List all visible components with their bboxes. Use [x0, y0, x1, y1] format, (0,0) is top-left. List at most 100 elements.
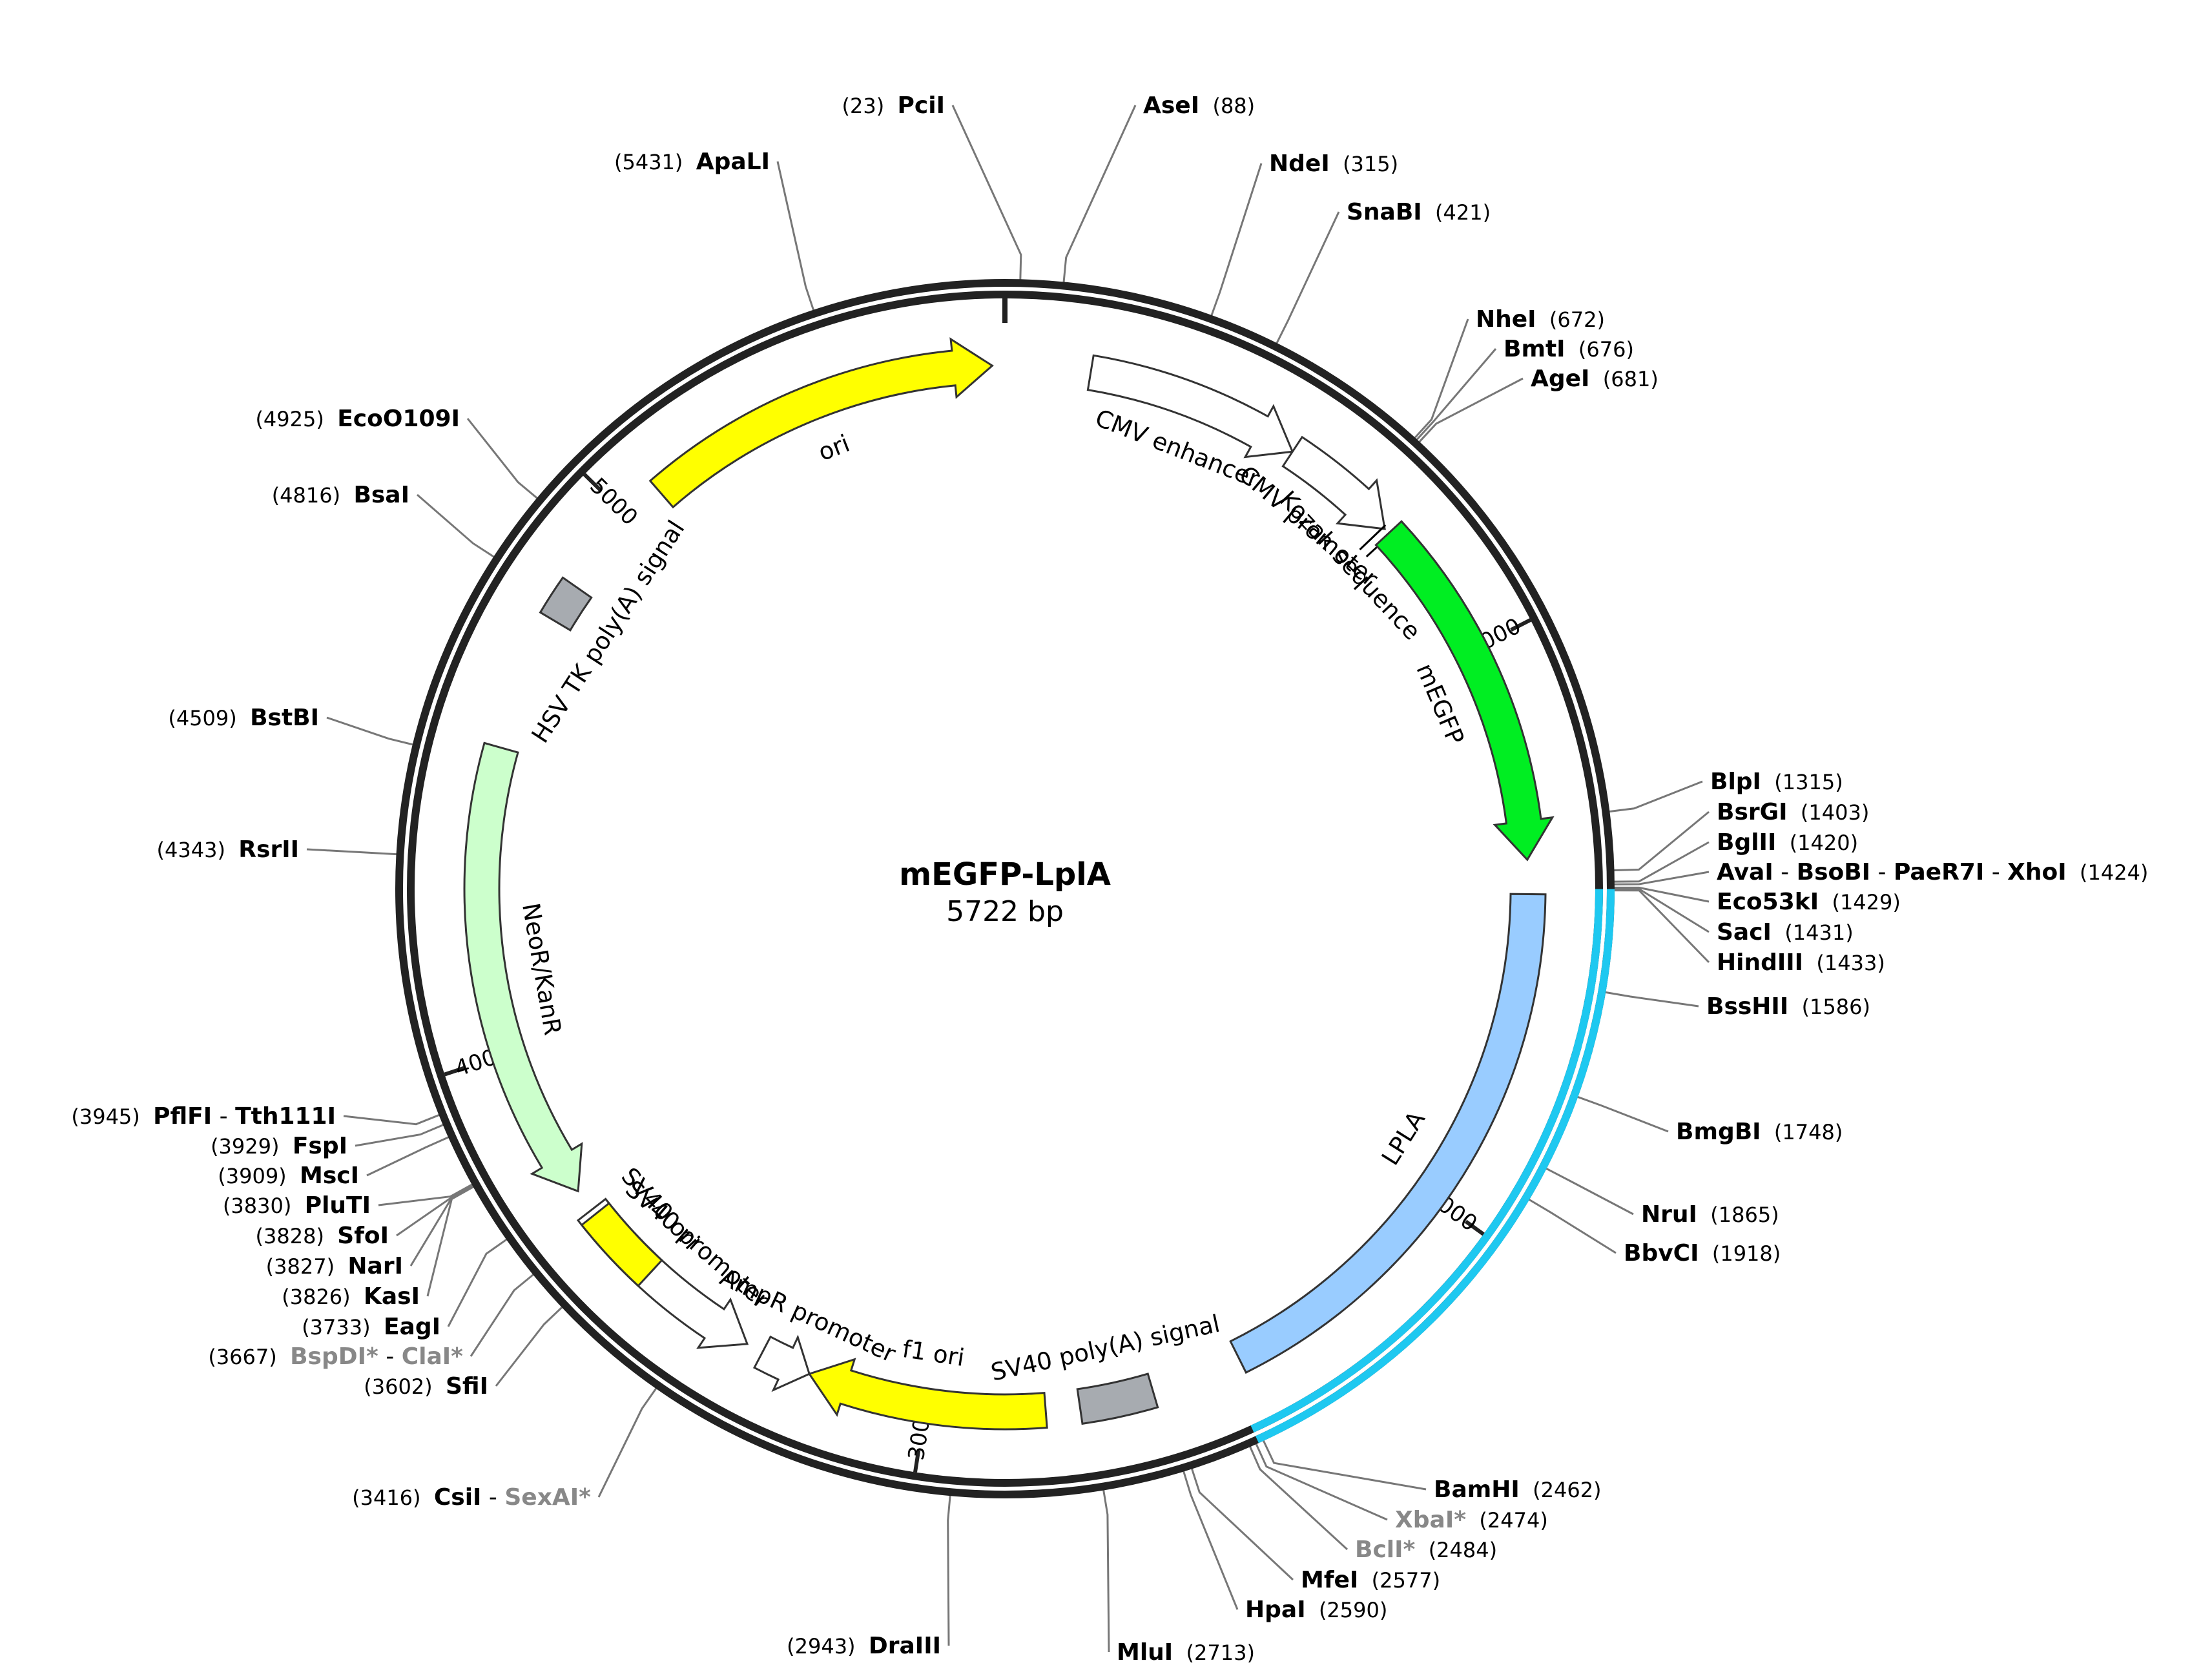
- site-separator: -: [212, 1103, 235, 1130]
- site-leader-line: [776, 161, 815, 312]
- site-leader-line: [1275, 211, 1340, 345]
- scale-tick: [913, 1450, 921, 1473]
- site-label: (3733) EagI: [302, 1314, 440, 1340]
- site-enzyme-name: MfeI: [1301, 1567, 1358, 1593]
- site-leader-line: [306, 848, 398, 856]
- site-enzyme-name: SnaBI: [1347, 199, 1422, 225]
- site-leader-line: [326, 716, 415, 746]
- site-enzyme-name: KasI: [364, 1283, 420, 1310]
- site-label: (3827) NarI: [266, 1253, 403, 1279]
- insert-outer-ring: [1255, 889, 1615, 1443]
- site-label: MluI (2713): [1117, 1639, 1255, 1666]
- site-enzyme-name: BsrGI: [1717, 799, 1788, 825]
- site-leader-line: [378, 1183, 474, 1206]
- site-position: (1586): [1788, 995, 1870, 1019]
- site-enzyme-name: MscI: [300, 1163, 359, 1189]
- site-position: (23): [842, 94, 898, 118]
- site-enzyme-name: DraIII: [869, 1633, 941, 1659]
- site-enzyme-name: Tth111I: [235, 1103, 336, 1130]
- site-enzyme-name: BsaI: [353, 482, 409, 508]
- site-enzyme-name: NdeI: [1269, 150, 1330, 177]
- site-label: (3945) PflFI - Tth111I: [71, 1103, 336, 1130]
- site-position: (3826): [282, 1285, 364, 1309]
- site-position: (3416): [352, 1485, 434, 1510]
- site-position: (2474): [1466, 1508, 1548, 1533]
- site-leader-line: [1102, 1489, 1110, 1653]
- site-enzyme-name: XbaI*: [1395, 1507, 1466, 1533]
- site-position: (3733): [302, 1315, 384, 1340]
- site-label: (4509) BstBI: [168, 705, 319, 731]
- site-label: AgeI (681): [1531, 366, 1659, 392]
- site-leader-line: [1613, 888, 1710, 933]
- site-position: (2943): [787, 1634, 869, 1659]
- site-label: (3830) PluTI: [223, 1192, 371, 1219]
- site-leader-line: [1210, 163, 1263, 317]
- site-enzyme-name: EcoO109I: [337, 406, 460, 432]
- site-leader-line: [1418, 377, 1524, 444]
- site-position: (88): [1199, 94, 1255, 118]
- site-position: (4816): [272, 483, 354, 508]
- site-position: (2713): [1173, 1640, 1255, 1665]
- feature-kozak-sequence-mark: [1359, 524, 1387, 551]
- site-position: (3929): [211, 1134, 293, 1159]
- site-label: BclI* (2484): [1355, 1536, 1497, 1563]
- feature-sv40-polya-signal: [1076, 1372, 1159, 1425]
- feature-cmv-promoter: [1281, 435, 1386, 530]
- site-leader-line: [355, 1123, 445, 1147]
- feature-hsv-tk-polya-signal: [539, 576, 593, 632]
- plasmid-title: mEGFP-LplA: [899, 856, 1111, 893]
- site-enzyme-name: EagI: [384, 1314, 440, 1340]
- site-enzyme-name: BlpI: [1710, 769, 1761, 795]
- site-label: XbaI* (2474): [1395, 1507, 1548, 1533]
- site-position: (2462): [1520, 1478, 1602, 1502]
- site-label: BlpI (1315): [1710, 769, 1843, 795]
- site-separator: -: [1870, 859, 1894, 885]
- backbone-outer-ring: [395, 279, 1615, 1498]
- site-enzyme-name: MluI: [1117, 1639, 1173, 1666]
- site-leader-line: [1062, 105, 1137, 284]
- site-position: (2484): [1415, 1538, 1497, 1562]
- site-enzyme-name: BssHII: [1706, 993, 1788, 1020]
- site-label: AseI (88): [1143, 92, 1255, 119]
- site-enzyme-name: Eco53kI: [1717, 889, 1819, 915]
- site-enzyme-name: SfiI: [446, 1373, 488, 1400]
- site-separator: -: [481, 1484, 504, 1511]
- site-label: BmgBI (1748): [1676, 1119, 1843, 1145]
- site-label: SacI (1431): [1717, 919, 1854, 946]
- site-position: (421): [1422, 200, 1491, 225]
- site-separator: -: [1984, 859, 2007, 885]
- feature-neor-kanr: [463, 741, 583, 1193]
- site-leader-line: [470, 1273, 535, 1357]
- site-enzyme-name: HpaI: [1245, 1597, 1306, 1623]
- site-label: (5431) ApaLI: [614, 149, 770, 175]
- site-position: (4509): [168, 706, 250, 730]
- site-label: (3826) KasI: [282, 1283, 420, 1310]
- plasmid-backbone: [395, 279, 1615, 1498]
- site-leader-line: [466, 418, 539, 500]
- site-position: (3830): [223, 1194, 305, 1218]
- site-leader-line: [597, 1387, 658, 1498]
- site-label: (3416) CsiI - SexAI*: [352, 1484, 591, 1511]
- site-position: (5431): [614, 150, 696, 174]
- site-enzyme-name: ApaLI: [696, 149, 770, 175]
- site-position: (672): [1536, 307, 1605, 332]
- site-enzyme-name: HindIII: [1717, 949, 1803, 976]
- site-position: (3828): [256, 1224, 338, 1248]
- site-enzyme-name: AseI: [1143, 92, 1199, 119]
- site-position: (3945): [71, 1104, 153, 1129]
- site-enzyme-name: PflFI: [153, 1103, 212, 1130]
- site-enzyme-name: BmtI: [1504, 336, 1566, 362]
- site-position: (1315): [1761, 770, 1843, 794]
- site-leader-line: [1613, 841, 1710, 883]
- site-leader-line: [1248, 1445, 1349, 1551]
- site-leader-line: [1613, 886, 1710, 903]
- site-enzyme-name: BspDI*: [290, 1343, 378, 1370]
- site-enzyme-name: AgeI: [1531, 366, 1589, 392]
- site-label: (3828) SfoI: [256, 1223, 389, 1249]
- site-position: (2577): [1358, 1568, 1440, 1593]
- site-leader-line: [495, 1305, 564, 1387]
- site-leader-line: [1576, 1095, 1669, 1133]
- site-leader-line: [366, 1135, 450, 1177]
